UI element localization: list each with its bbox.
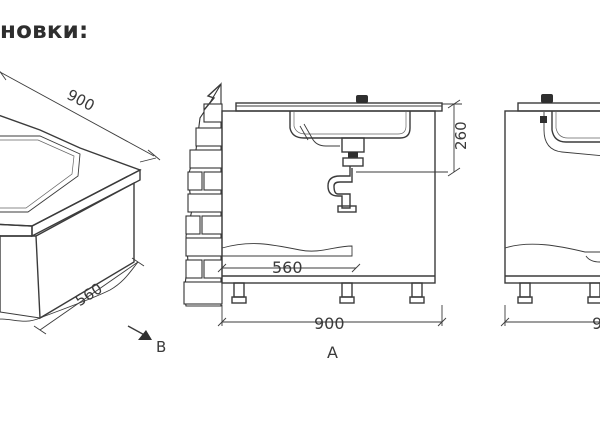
countertop-side-edge [31,168,141,238]
view-arrow-b-head [138,330,152,340]
dim-tick [217,317,227,327]
dim-label-900-left: 900 [64,86,98,115]
isometric-cabinet-view: 900 480 560 B [0,70,166,356]
countertop-top-face [0,114,142,227]
cabinet-legs [231,282,425,304]
dim-tick [447,99,461,109]
side-elevation-view: 9 [500,94,600,333]
view-label-a: A [327,343,338,362]
section-break [221,243,353,257]
supply-hose [543,112,600,156]
dim-tick [33,325,47,335]
sink-bowl-inner [0,139,75,209]
dim-label-900-center: 900 [314,314,345,333]
break-line [0,261,139,322]
dim-tick [131,257,145,267]
overflow-pipe [303,123,340,147]
diagram-heading: новки: [0,18,89,44]
dim-tick [351,263,361,273]
dim-label-260: 260 [452,121,470,150]
dim-tick [147,149,161,161]
dim-tick [437,317,447,327]
cabinet-side-body [504,110,600,284]
dim-line-560-left [39,261,139,331]
dim-ext [139,157,157,163]
trap-cap [337,205,357,213]
drain-collar [342,157,364,167]
drain-nut [348,152,358,158]
dim-line-900-left [0,71,155,157]
dim-label-480: 480 [0,180,1,205]
view-arrow-b-label: B [156,338,166,356]
faucet-side [541,94,553,103]
countertop-side [517,102,600,112]
countertop-front-edge [0,223,33,237]
cabinet-body [221,110,436,284]
faucet-base [356,95,368,103]
dim-label-560-left: 560 [72,279,106,310]
dim-tick [447,167,461,177]
countertop [235,102,443,112]
dim-tick [0,70,7,81]
cabinet-side-panel [35,181,135,320]
brick-wall [183,81,223,307]
siphon-trap [327,166,353,209]
dim-label-560-center: 560 [272,258,303,277]
dim-label-right: 9 [592,314,600,333]
sink-bowl [0,135,81,213]
sink-bowl-side [551,111,600,143]
drain-fitting [341,137,365,153]
front-elevation-view: 260 560 900 [183,81,470,362]
dim-tick [217,263,227,273]
cabinet-bottom-edge [0,311,41,319]
